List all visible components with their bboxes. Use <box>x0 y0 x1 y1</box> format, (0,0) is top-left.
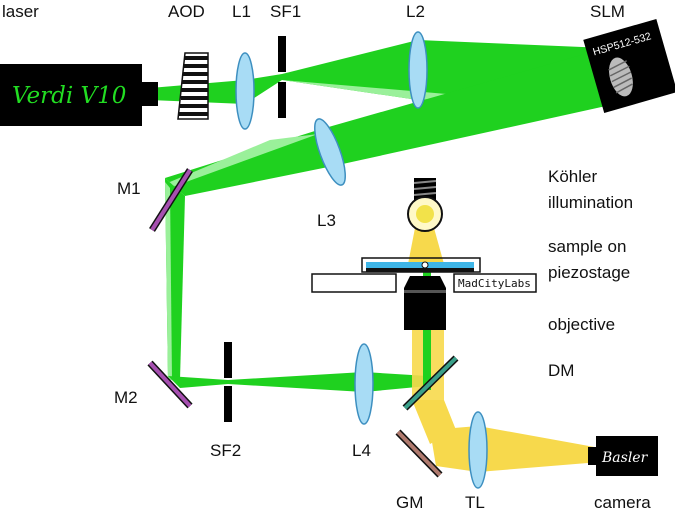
component-labels: laser AOD L1 SF1 L2 SLM M1 L3 Köhler ill… <box>2 2 651 512</box>
mirror-m2 <box>147 360 193 409</box>
lens-tl <box>468 411 488 489</box>
lens-l3 <box>314 118 346 186</box>
label-kohler-line1: Köhler <box>548 167 597 186</box>
label-sf2: SF2 <box>210 441 241 460</box>
galvo-mirror-gm <box>395 429 443 478</box>
label-l3: L3 <box>317 211 336 230</box>
beam-l3-to-m1-light <box>165 134 318 186</box>
kohler-lamp <box>407 178 443 232</box>
stage-brand-text: MadCityLabs <box>458 277 531 290</box>
lens-l2 <box>408 31 428 109</box>
illumination-bulb-to-sample <box>408 228 444 264</box>
laser-beam-path <box>150 40 606 392</box>
beam-m2-to-sf2 <box>168 376 228 388</box>
illumination-gm-to-camera <box>430 426 600 472</box>
sample-piezostage: MadCityLabs <box>311 257 537 293</box>
camera-brand-text: Basler <box>601 450 649 466</box>
spatial-filter-sf1 <box>278 36 286 118</box>
lens-l1 <box>235 52 255 130</box>
label-aod: AOD <box>168 2 205 21</box>
label-m2: M2 <box>114 388 138 407</box>
spatial-filter-sf2 <box>224 342 232 422</box>
label-l4: L4 <box>352 441 371 460</box>
beam-m1-to-m2-light <box>165 182 172 380</box>
dichroic-mirror-dm <box>402 355 459 411</box>
label-gm: GM <box>396 493 423 512</box>
label-dm: DM <box>548 361 574 380</box>
label-tl: TL <box>465 493 485 512</box>
label-m1: M1 <box>117 179 141 198</box>
laser-name-text: Verdi V10 <box>12 83 126 109</box>
label-kohler-line2: illumination <box>548 193 633 212</box>
beam-sf2-to-dm <box>228 372 428 392</box>
label-sample-line2: piezostage <box>548 263 630 282</box>
label-laser: laser <box>2 2 39 21</box>
label-camera: camera <box>594 493 651 512</box>
label-sf1: SF1 <box>270 2 301 21</box>
slm-device: HSP512-532 <box>583 18 675 113</box>
beam-laser-to-sf1 <box>150 74 282 104</box>
beam-slm-to-l3 <box>318 48 606 165</box>
label-l1: L1 <box>232 2 251 21</box>
laser-head: Verdi V10 <box>0 64 158 126</box>
camera-device: Basler <box>588 436 658 476</box>
lens-l4 <box>354 343 374 425</box>
label-objective: objective <box>548 315 615 334</box>
label-sample-line1: sample on <box>548 237 626 256</box>
label-slm: SLM <box>590 2 625 21</box>
beam-l3-to-m1 <box>165 130 338 196</box>
mirror-m1 <box>149 168 193 232</box>
label-l2: L2 <box>406 2 425 21</box>
aod-device <box>177 52 209 120</box>
objective-lens <box>404 276 446 330</box>
